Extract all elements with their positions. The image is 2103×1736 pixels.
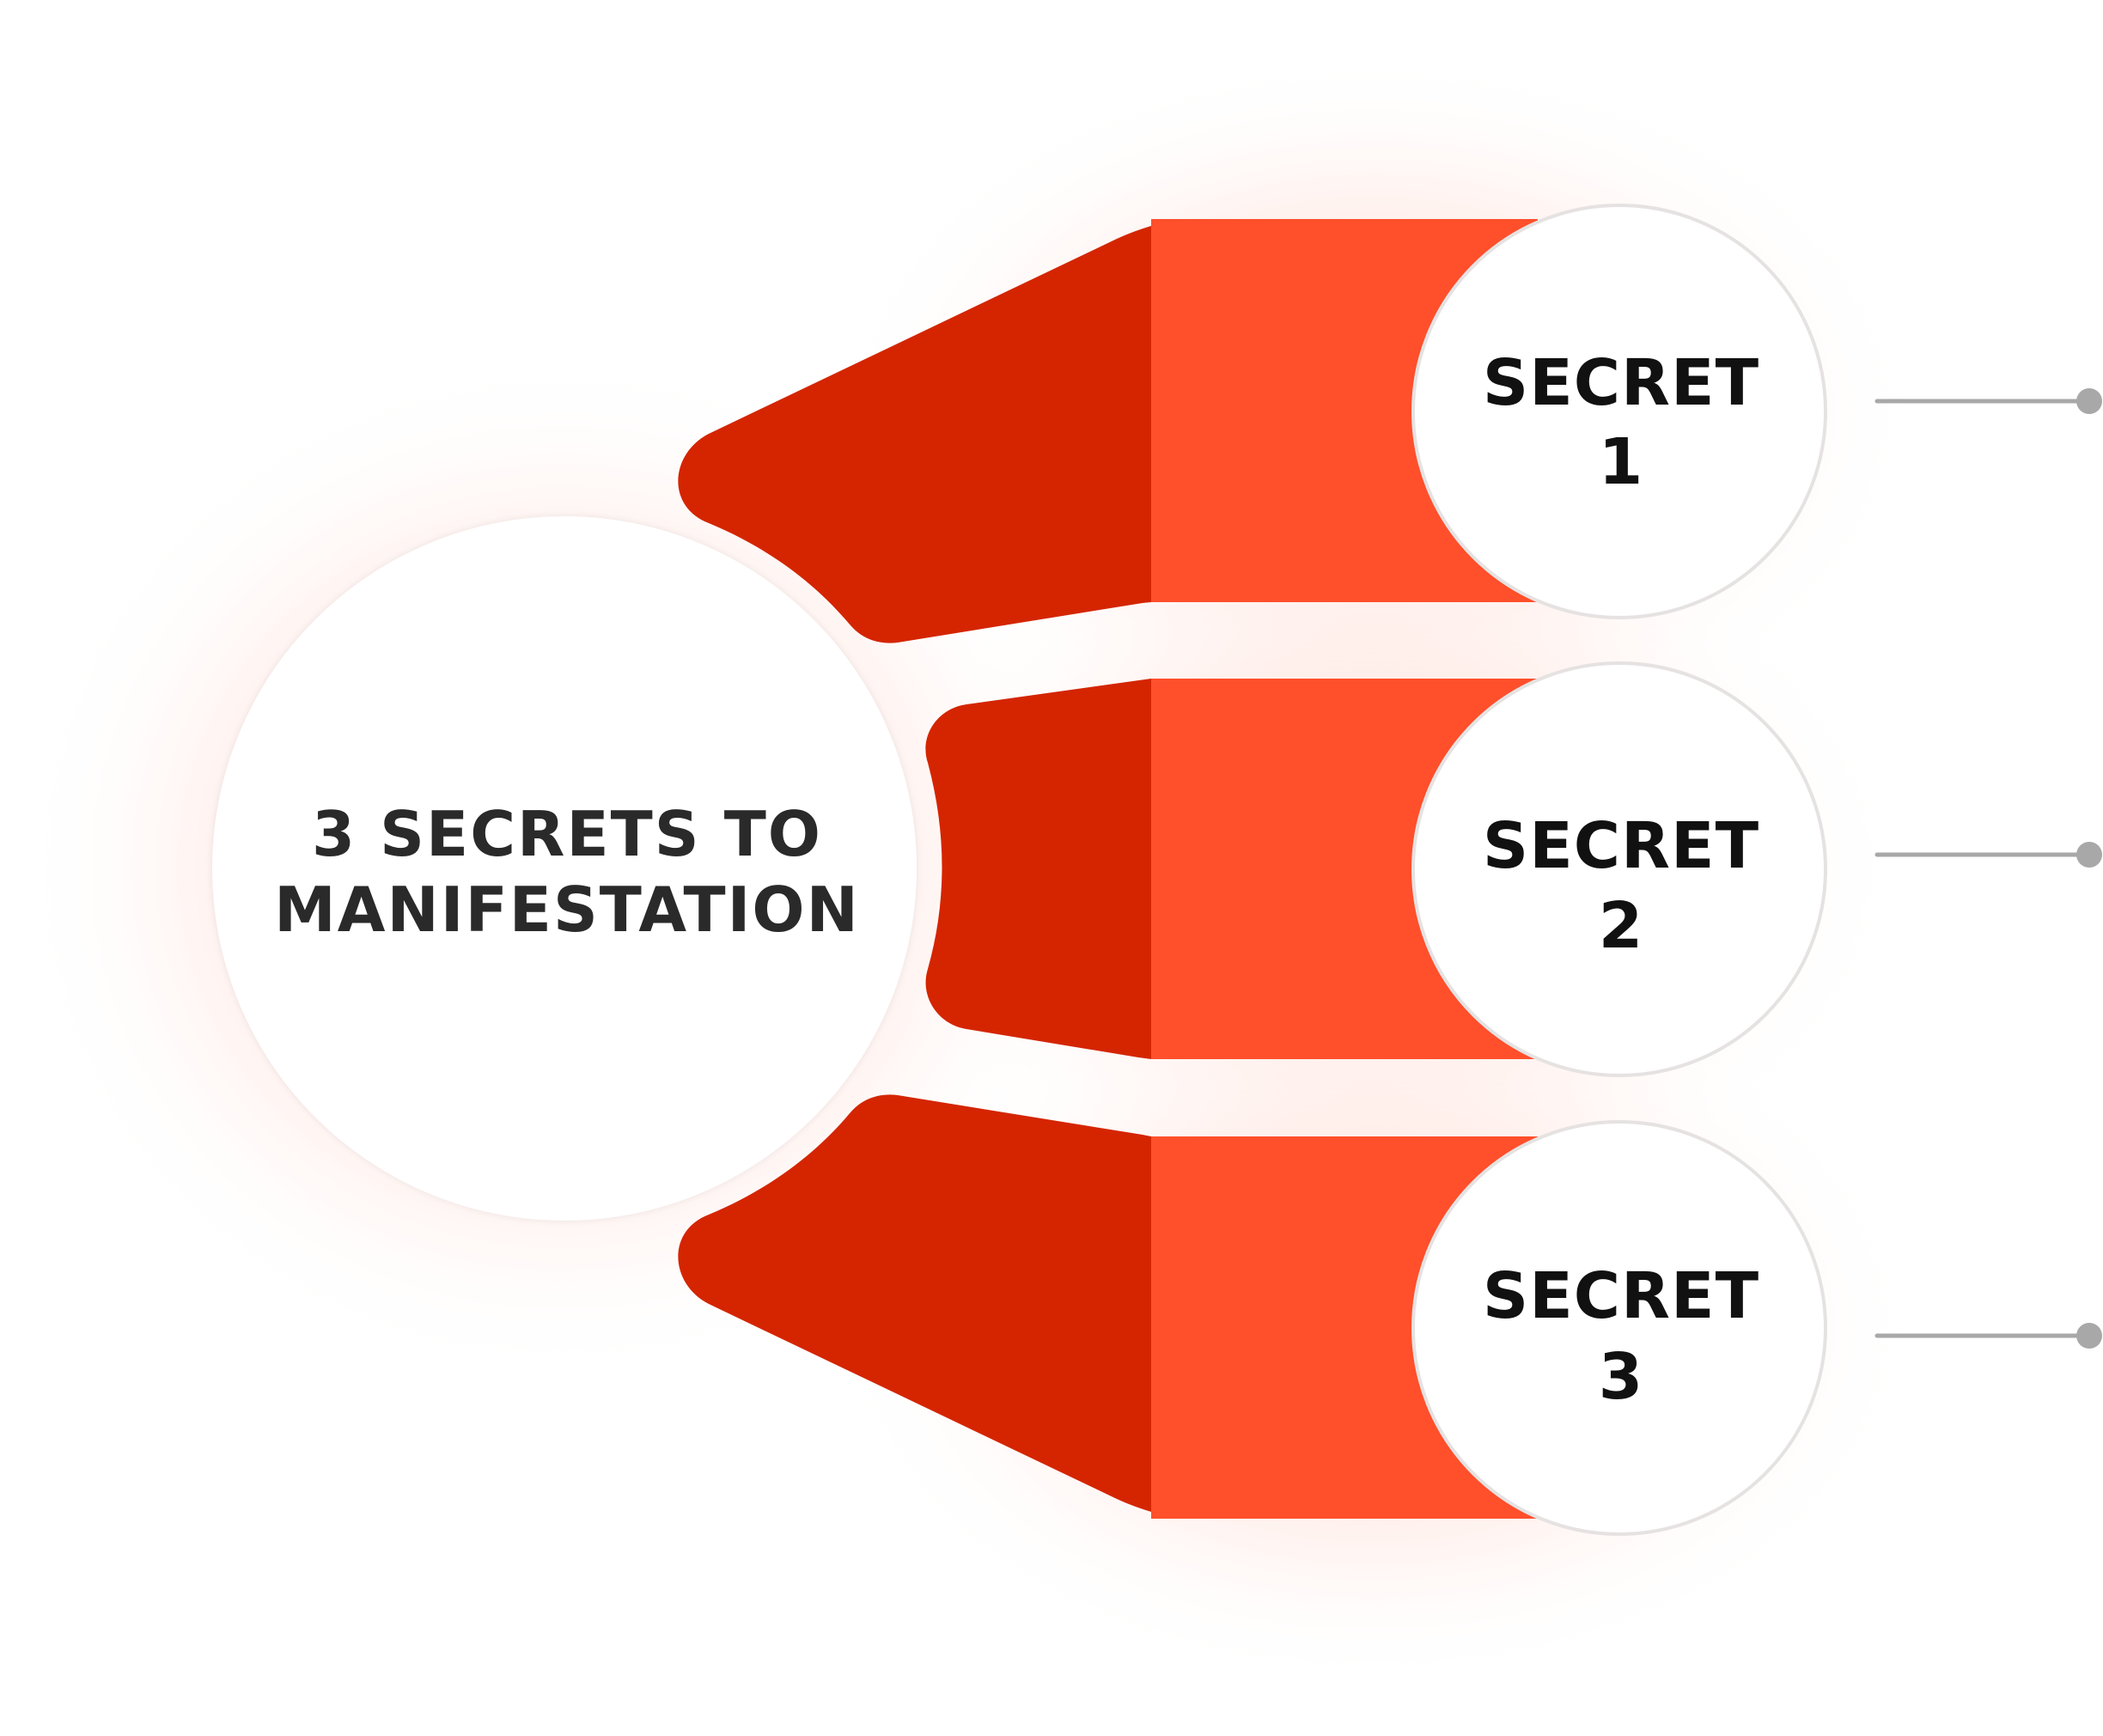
secret-node-2: SECRET 2 [1411,661,1827,1077]
center-title-line-1: 3 SECRETS TO [312,798,822,870]
secret-1-circle [1411,204,1827,619]
arm-3-dark [678,1094,1151,1512]
arm-secret-3 [678,1094,1538,1519]
secret-3-label: SECRET [1483,1259,1759,1333]
secret-3-circle [1411,1120,1827,1536]
connector-2 [1874,842,2102,868]
center-circle [212,516,917,1221]
connector-3-dot [2076,1323,2102,1349]
connector-3 [1874,1323,2102,1349]
secret-node-3: SECRET 3 [1411,1120,1827,1536]
secret-2-label: SECRET [1483,809,1759,883]
secret-node-1: SECRET 1 [1411,204,1827,619]
secret-2-number: 2 [1599,889,1644,963]
secret-1-label: SECRET [1483,346,1759,420]
connector-1 [1874,388,2102,414]
arm-secret-1 [678,219,1538,643]
secret-1-number: 1 [1599,425,1644,499]
connector-2-dot [2076,842,2102,868]
connector-1-dot [2076,388,2102,414]
secret-3-number: 3 [1599,1340,1644,1414]
center-node: 3 SECRETS TO MANIFESTATION [212,516,917,1221]
center-title-line-2: MANIFESTATION [274,874,860,946]
arm-2-dark [925,679,1151,1059]
secret-2-circle [1411,661,1827,1077]
arm-1-dark [678,226,1151,643]
